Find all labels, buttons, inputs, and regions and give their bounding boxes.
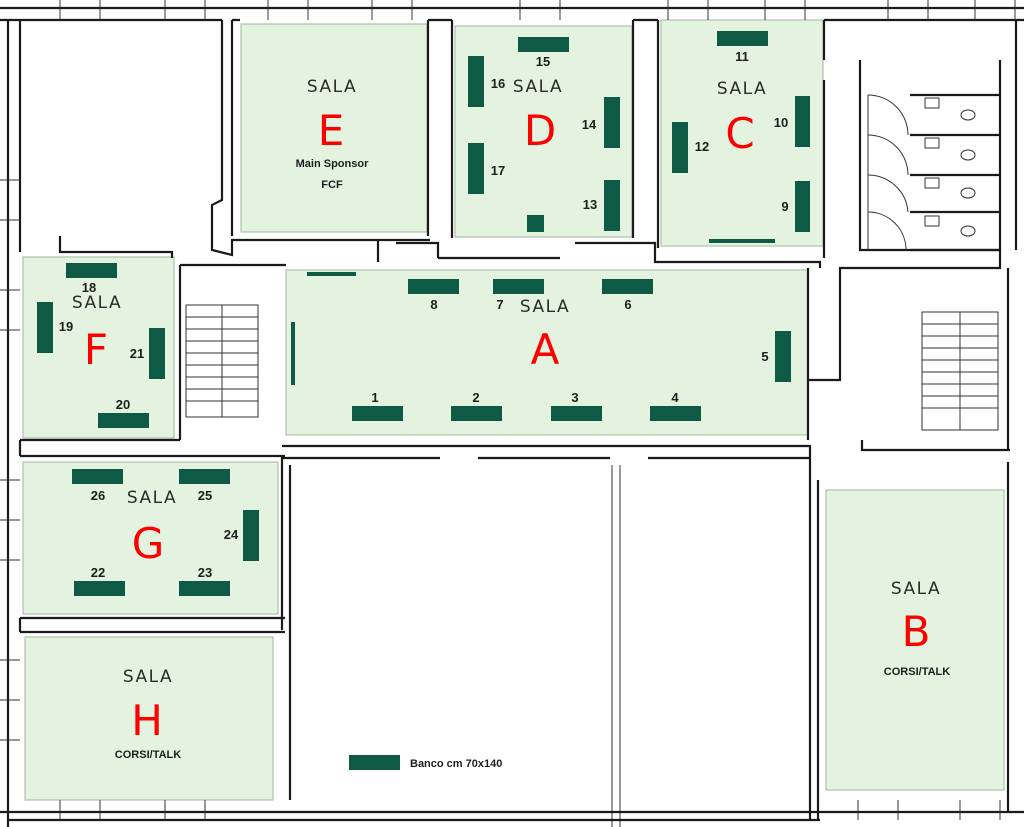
bench-10[interactable] <box>795 96 810 147</box>
bench-label-22: 22 <box>91 565 105 580</box>
room-a-letter: A <box>531 325 560 374</box>
bench-label-19: 19 <box>59 319 73 334</box>
bench-label-8: 8 <box>430 297 437 312</box>
bench-label-6: 6 <box>624 297 631 312</box>
bench-extra-c[interactable] <box>709 239 775 243</box>
bench-label-1: 1 <box>371 390 378 405</box>
room-e-subtitle: Main Sponsor <box>296 158 369 170</box>
bench-label-4: 4 <box>671 390 679 405</box>
bench-16[interactable] <box>468 56 484 107</box>
room-f-letter: F <box>84 325 108 374</box>
bench-label-23: 23 <box>198 565 212 580</box>
room-d-sala: SALA <box>513 77 563 97</box>
room-c-sala: SALA <box>717 79 767 99</box>
room-e-letter: E <box>318 106 345 155</box>
bench-7[interactable] <box>493 279 544 294</box>
room-h[interactable] <box>24 636 274 801</box>
room-h-sala: SALA <box>123 667 173 687</box>
bench-label-24: 24 <box>224 527 239 542</box>
bench-3[interactable] <box>551 406 602 421</box>
bench-label-9: 9 <box>781 199 788 214</box>
bench-label-11: 11 <box>735 49 749 64</box>
bench-label-21: 21 <box>130 346 144 361</box>
bench-8[interactable] <box>408 279 459 294</box>
bench-label-18: 18 <box>82 280 96 295</box>
room-b-subtitle: CORSI/TALK <box>884 666 950 678</box>
bench-20[interactable] <box>98 413 149 428</box>
room-labels: SALA E Main Sponsor FCF SALA D SALA C SA… <box>72 77 950 761</box>
room-e-sala: SALA <box>307 77 357 97</box>
bench-24[interactable] <box>243 510 259 561</box>
bench-label-17: 17 <box>491 163 505 178</box>
bench-label-2: 2 <box>472 390 479 405</box>
room-h-subtitle: CORSI/TALK <box>115 749 181 761</box>
bench-label-16: 16 <box>491 76 505 91</box>
bench-11[interactable] <box>717 31 768 46</box>
bench-13[interactable] <box>604 180 620 231</box>
bench-label-5: 5 <box>761 349 768 364</box>
bench-9[interactable] <box>795 181 810 232</box>
room-h-letter: H <box>131 696 163 745</box>
bench-label-26: 26 <box>91 488 105 503</box>
room-e[interactable] <box>240 23 428 233</box>
room-b-letter: B <box>902 607 931 656</box>
bench-extra-d[interactable] <box>527 215 544 232</box>
bench-6[interactable] <box>602 279 653 294</box>
room-d-letter: D <box>524 106 556 155</box>
bench-26[interactable] <box>72 469 123 484</box>
bench-17[interactable] <box>468 143 484 194</box>
bench-5[interactable] <box>775 331 791 382</box>
room-g[interactable] <box>22 461 279 615</box>
room-g-letter: G <box>132 519 165 568</box>
bench-numbers: 1 2 3 4 5 6 7 8 9 10 11 12 13 14 15 16 1… <box>59 49 789 580</box>
room-d[interactable] <box>454 25 633 238</box>
room-f-sala: SALA <box>72 293 122 313</box>
bench-21[interactable] <box>149 328 165 379</box>
room-c-letter: C <box>725 109 754 158</box>
bench-19[interactable] <box>37 302 53 353</box>
room-e-subtitle-2: FCF <box>321 179 343 191</box>
bench-label-7: 7 <box>496 297 503 312</box>
legend-label: Banco cm 70x140 <box>410 758 502 770</box>
room-g-sala: SALA <box>127 488 177 508</box>
bench-label-13: 13 <box>583 197 597 212</box>
bench-extra-a-top[interactable] <box>307 272 356 276</box>
bench-label-14: 14 <box>582 117 597 132</box>
benches <box>37 31 810 596</box>
bench-label-15: 15 <box>536 54 550 69</box>
bench-label-10: 10 <box>774 115 788 130</box>
legend-bench-swatch <box>349 755 400 770</box>
bench-2[interactable] <box>451 406 502 421</box>
bench-label-20: 20 <box>116 397 130 412</box>
bench-label-12: 12 <box>695 139 709 154</box>
bench-25[interactable] <box>179 469 230 484</box>
bench-22[interactable] <box>74 581 125 596</box>
room-b-sala: SALA <box>891 579 941 599</box>
room-a-sala: SALA <box>520 297 570 317</box>
bench-18[interactable] <box>66 263 117 278</box>
bench-12[interactable] <box>672 122 688 173</box>
bench-label-25: 25 <box>198 488 212 503</box>
bench-1[interactable] <box>352 406 403 421</box>
bench-extra-a-left[interactable] <box>291 322 295 385</box>
bench-label-3: 3 <box>571 390 578 405</box>
bench-14[interactable] <box>604 97 620 148</box>
bench-4[interactable] <box>650 406 701 421</box>
legend: Banco cm 70x140 <box>349 755 502 770</box>
bench-23[interactable] <box>179 581 230 596</box>
bench-15[interactable] <box>518 37 569 52</box>
room-b[interactable] <box>825 489 1005 791</box>
